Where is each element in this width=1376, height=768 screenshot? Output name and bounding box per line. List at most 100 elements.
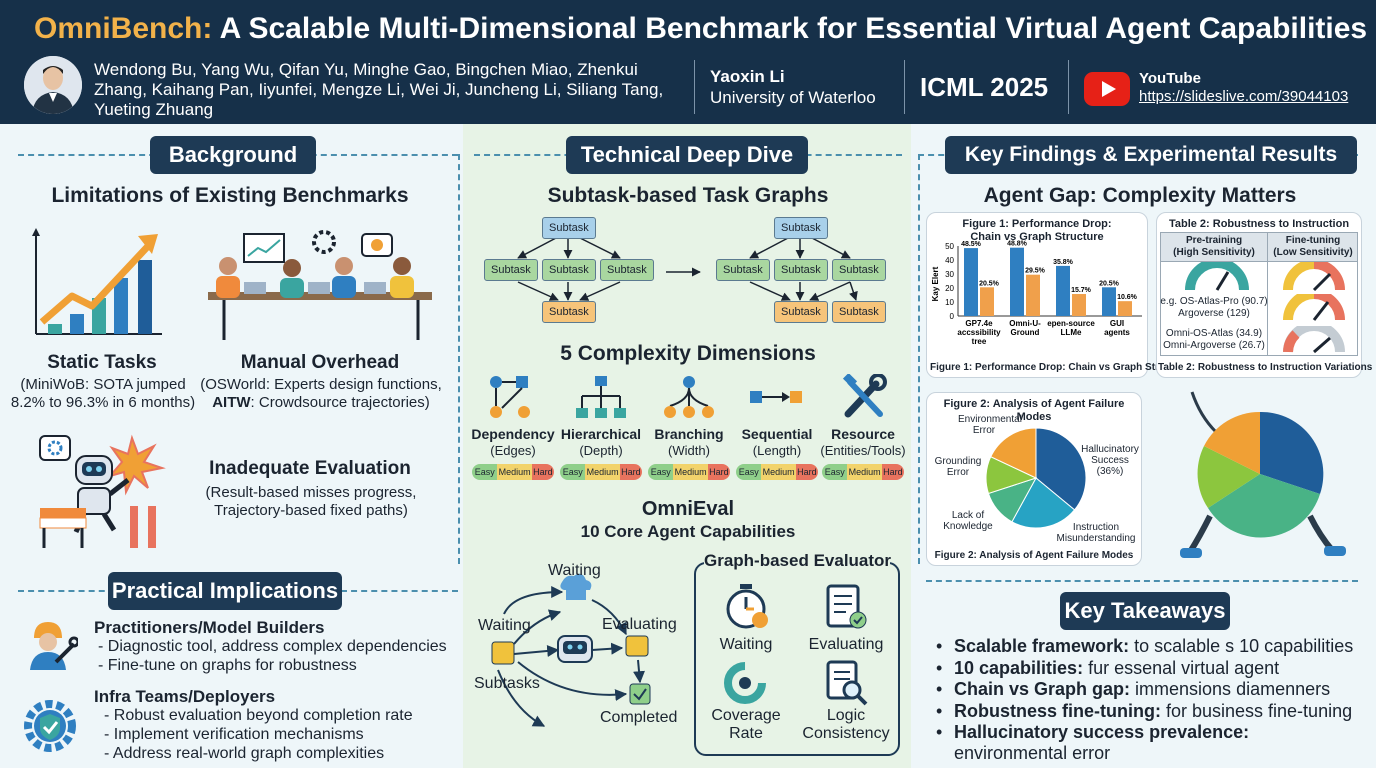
youtube-icon[interactable] (1084, 72, 1130, 106)
figure1-title: Figure 1: Performance Drop: Chain vs Gra… (962, 218, 1112, 243)
implication-group-title: Infra Teams/Deployers (94, 687, 276, 706)
static-tasks-desc-1: (MiniWoB: SOTA jumped (20, 376, 186, 393)
table2-row2: Omni-OS-Atlas (34.9) Omni-Argoverse (26.… (1163, 328, 1265, 351)
evaluator-item: Evaluating (808, 636, 884, 653)
gauge-icon (1283, 262, 1345, 292)
fig1-bar (964, 248, 978, 316)
youtube-link-block[interactable]: YouTube https://slideslive.com/39044103 (1139, 70, 1348, 106)
pie-label-environmental: Environmental Error (958, 414, 1022, 436)
dimension-name: Sequential (741, 426, 813, 442)
table2-col-divider (1267, 232, 1268, 356)
level-medium: Medium (847, 464, 882, 480)
takeaway-item: Hallucinatory success prevalence: enviro… (936, 722, 1358, 764)
dimension-name: Dependency (471, 426, 555, 442)
level-easy: Easy (472, 464, 498, 480)
evaluator-item: Waiting (719, 636, 773, 653)
takeaway-item: 10 capabilities: fur essenal virtual age… (936, 658, 1358, 679)
youtube-url[interactable]: https://slideslive.com/39044103 (1139, 88, 1349, 105)
implications-heading: Practical Implications (108, 572, 342, 610)
level-medium: Medium (497, 464, 532, 480)
header-divider (904, 60, 905, 114)
table2-col1-header: Pre-training (High Sensitivity) (1173, 235, 1255, 258)
dimension-sub: (Width) (668, 443, 710, 458)
fig1-y-tick: 30 (945, 270, 954, 279)
header-divider (1068, 60, 1069, 114)
level-medium: Medium (673, 464, 708, 480)
figure2-caption: Figure 2: Analysis of Agent Failure Mode… (934, 550, 1134, 561)
subtask-node: Subtask (542, 259, 596, 281)
branching-icon (664, 376, 714, 418)
dimension-sub: (Edges) (490, 443, 536, 458)
fig1-y-tick: 10 (945, 298, 954, 307)
dependency-icon (490, 376, 530, 418)
flow-waiting-top: Waiting (548, 562, 601, 579)
level-hard: Hard (795, 464, 818, 480)
pie-robot-illustration (1180, 391, 1346, 558)
implication-line: - Fine-tune on graphs for robustness (98, 657, 357, 674)
implication-line: - Implement verification mechanisms (104, 726, 364, 743)
builder-wrench-icon (30, 622, 78, 670)
author-list: Wendong Bu, Yang Wu, Qifan Yu, Minghe Ga… (94, 60, 664, 119)
flow-completed: Completed (600, 709, 678, 726)
takeaway-bold: Hallucinatory success prevalence: (954, 722, 1250, 742)
level-easy: Easy (736, 464, 762, 480)
flow-evaluating: Evaluating (602, 616, 677, 633)
subtask-node: Subtask (832, 301, 886, 323)
fig1-y-tick: 20 (945, 284, 954, 293)
fig1-bar (1026, 274, 1040, 316)
manual-overhead-aitw-rest: : Crowdsource trajectories) (250, 394, 430, 411)
fig1-data-label: 29.5% (1025, 268, 1046, 275)
fig1-category-label: LLMe (1061, 328, 1082, 337)
section-divider (458, 154, 460, 564)
robot-crash-icon (39, 434, 166, 548)
static-tasks-title: Static Tasks (47, 352, 157, 373)
omnieval-flow-diagram (491, 573, 651, 727)
fig1-category-label: agents (1104, 328, 1130, 337)
inadequate-evaluation-title: Inadequate Evaluation (209, 458, 411, 479)
flow-waiting-left: Waiting (478, 617, 531, 634)
fig1-bar (1056, 265, 1070, 316)
fig1-data-label: 48.8% (1007, 241, 1028, 248)
pie-label-grounding: Grounding Error (934, 456, 982, 478)
poster-header: OmniBench: A Scalable Multi-Dimensional … (0, 0, 1376, 124)
manual-overhead-aitw: AITW (212, 394, 251, 411)
coverage-icon (724, 662, 766, 704)
takeaway-item: Scalable framework: to scalable s 10 cap… (936, 636, 1358, 657)
background-heading: Background (150, 136, 316, 174)
agent-gap-title: Agent Gap: Complexity Matters (983, 184, 1297, 207)
implication-line: - Address real-world graph complexities (104, 745, 385, 762)
subtask-node: Subtask (716, 259, 770, 281)
graph-evaluator-title: Graph-based Evaluator (704, 551, 892, 571)
gauge-icon (1283, 294, 1345, 321)
takeaway-text: to scalable s 10 capabilities (1129, 636, 1354, 656)
manual-overhead-desc-1: (OSWorld: Experts design functions, (200, 376, 442, 393)
fig2-pie-slice (1011, 477, 1076, 529)
takeaway-bold: 10 capabilities: (954, 658, 1084, 678)
takeaway-bold: Chain vs Graph gap: (954, 679, 1131, 699)
subtask-node: Subtask (774, 301, 828, 323)
fig1-y-tick: 40 (945, 256, 954, 265)
author-avatar (24, 56, 82, 114)
dimension-name: Resource (831, 426, 895, 442)
poster-title: OmniBench: A Scalable Multi-Dimensional … (34, 12, 1367, 46)
fig1-y-tick: 50 (945, 242, 954, 251)
evaluator-item: Coverage Rate (711, 707, 781, 742)
fig1-category-label: Ground (1011, 328, 1040, 337)
section-divider (926, 580, 1358, 582)
venue: ICML 2025 (920, 72, 1049, 102)
fig1-data-label: 20.5% (979, 280, 1000, 287)
takeaway-item: Chain vs Graph gap: immensions diamenner… (936, 679, 1358, 700)
dimension-sub: (Length) (752, 443, 802, 458)
fig1-bar (1118, 301, 1132, 316)
fig1-data-label: 10.6% (1117, 294, 1138, 301)
table2-col2-header: Fine-tuning (Low Sensitivity) (1273, 235, 1353, 258)
manual-overhead-desc-2: AITW: Crowdsource trajectories) (196, 394, 446, 412)
subtask-node: Subtask (600, 259, 654, 281)
level-hard: Hard (619, 464, 642, 480)
team-working-icon (208, 230, 432, 340)
